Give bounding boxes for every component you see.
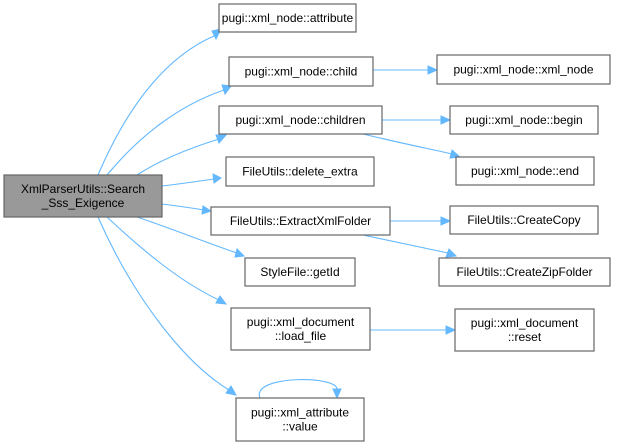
arrowhead-icon [449,149,462,159]
node-box [230,307,371,351]
node-value[interactable]: pugi::xml_attribute::value [235,397,365,442]
node-label: pugi::xml_node::child [245,65,358,79]
node-box [228,56,374,87]
node-box [210,206,391,236]
node-box [436,54,611,85]
node-delete_extra[interactable]: FileUtils::delete_extra [225,156,375,187]
arrowhead-icon [234,248,246,258]
edge-line [97,35,215,176]
node-xml_node[interactable]: pugi::xml_node::xml_node [436,54,611,85]
node-label: XmlParserUtils::Search [21,182,145,196]
edge-children-to-begin [382,115,452,125]
node-label: FileUtils::CreateCopy [467,213,580,227]
node-label: _Sss_Exigence [41,196,125,210]
edge-line [106,89,225,176]
edge-root-to-child [106,84,232,176]
node-label: FileUtils::delete_extra [242,165,358,179]
edge-root-to-extract [161,203,213,215]
arrowhead-icon [221,84,232,96]
edge-line [362,133,453,155]
edge-value-to-value [258,379,342,400]
arrowhead-icon [332,388,342,400]
edge-line [106,216,220,301]
arrowhead-icon [215,134,228,144]
node-label: pugi::xml_node::xml_node [453,63,593,77]
node-box [235,397,365,442]
edge-line [161,178,215,187]
node-box [218,105,383,135]
node-attribute[interactable]: pugi::xml_node::attribute [218,3,357,33]
arrowhead-icon [201,205,213,215]
node-label: FileUtils::ExtractXmlFolder [230,214,371,228]
arrowhead-icon [440,115,452,125]
node-label: FileUtils::CreateZipFolder [456,265,592,279]
arrowhead-icon [212,173,222,184]
node-reset[interactable]: pugi::xml_document::reset [454,308,595,352]
node-createzip[interactable]: FileUtils::CreateZipFolder [438,257,611,287]
node-label: ::value [282,420,318,434]
node-createcopy[interactable]: FileUtils::CreateCopy [449,205,599,235]
edge-children-to-end [362,133,462,159]
arrowhead-icon [215,295,228,305]
node-label: pugi::xml_node::begin [465,113,582,127]
node-box [438,257,611,287]
edge-root-to-attribute [97,28,222,176]
edge-extract-to-createcopy [390,216,452,226]
node-extract[interactable]: FileUtils::ExtractXmlFolder [210,206,391,236]
edge-root-to-delete_extra [161,173,222,187]
edge-line [161,203,205,211]
node-label: pugi::xml_attribute [251,406,349,420]
edge-line [97,216,230,391]
edge-root-to-children [136,134,228,176]
node-box [449,205,599,235]
edge-root-to-getid [136,216,246,258]
node-root: XmlParserUtils::Search_Sss_Exigence [3,174,163,218]
node-label: pugi::xml_document [471,316,579,330]
arrowhead-icon [440,216,452,226]
node-box [455,156,595,186]
node-child[interactable]: pugi::xml_node::child [228,56,374,87]
edge-line [136,138,220,176]
node-box [244,257,356,287]
arrowhead-icon [445,248,458,258]
edge-line [136,216,238,254]
arrowhead-icon [225,385,237,396]
node-label: pugi::xml_document [247,315,355,329]
node-label: pugi::xml_node::end [471,164,579,178]
arrowhead-icon [445,325,457,335]
node-box [454,308,595,352]
node-getid[interactable]: StyleFile::getId [244,257,356,287]
edge-line [258,379,338,399]
node-box [218,3,357,33]
node-label: StyleFile::getId [260,265,339,279]
edge-loadfile-to-reset [370,325,457,335]
node-box [449,105,599,135]
node-label: ::reset [508,330,542,344]
node-label: pugi::xml_node::children [235,113,365,127]
node-children[interactable]: pugi::xml_node::children [218,105,383,135]
edge-root-to-value [97,216,237,396]
edge-extract-to-createzip [362,234,458,258]
arrowhead-icon [427,65,439,75]
node-begin[interactable]: pugi::xml_node::begin [449,105,599,135]
node-label: pugi::xml_node::attribute [222,11,354,25]
node-label: ::load_file [275,329,327,343]
node-end[interactable]: pugi::xml_node::end [455,156,595,186]
edge-root-to-loadfile [106,216,228,305]
node-box [3,174,163,218]
edge-line [362,234,449,254]
node-box [225,156,375,187]
edge-child-to-xml_node [373,65,439,75]
node-loadfile[interactable]: pugi::xml_document::load_file [230,307,371,351]
